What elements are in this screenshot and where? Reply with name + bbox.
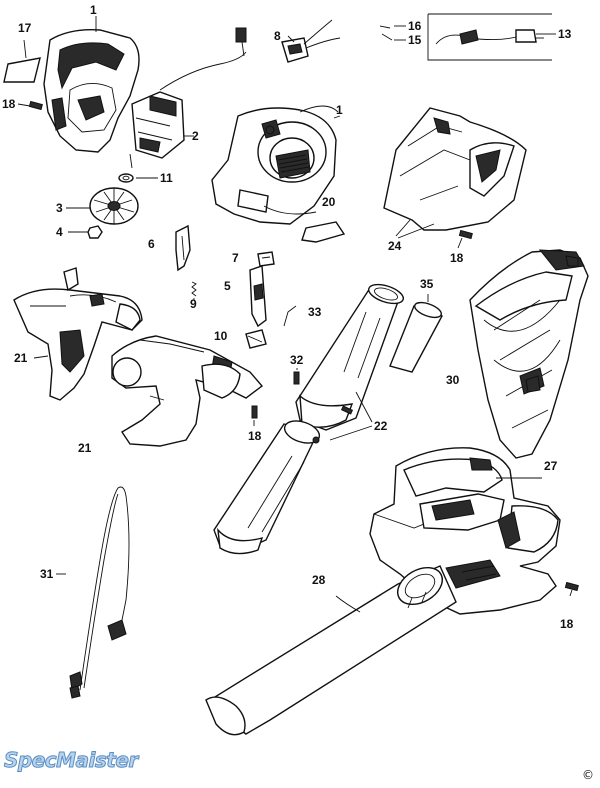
label-21a: 21 xyxy=(14,351,28,365)
label-8: 8 xyxy=(274,29,281,43)
part-4-nut xyxy=(68,225,103,239)
label-35: 35 xyxy=(420,277,434,291)
label-7: 7 xyxy=(232,251,239,265)
label-15: 15 xyxy=(408,33,422,47)
label-1b: 1 xyxy=(336,103,343,117)
part-1-housing-left xyxy=(43,16,140,153)
label-16: 16 xyxy=(408,19,422,33)
label-18d: 18 xyxy=(560,617,574,631)
label-28: 28 xyxy=(312,573,326,587)
part-2-motor xyxy=(129,27,247,169)
part-8-switch xyxy=(281,19,341,63)
part-labels: 1 17 18 8 16 15 13 1 2 11 3 20 4 6 24 18… xyxy=(2,3,574,631)
part-13-cord-set xyxy=(427,13,556,61)
part-30-bag xyxy=(469,249,589,459)
label-24: 24 xyxy=(388,239,402,253)
label-2: 2 xyxy=(192,129,199,143)
part-22-tube-upper xyxy=(295,283,404,431)
label-18c: 18 xyxy=(248,429,262,443)
label-1a: 1 xyxy=(90,3,97,17)
part-22-tube-lower xyxy=(213,420,321,555)
part-21-handle-b xyxy=(111,335,264,447)
label-3: 3 xyxy=(56,201,63,215)
part-10-fitting xyxy=(245,329,267,349)
part-18-screw-c xyxy=(251,405,258,426)
label-17: 17 xyxy=(18,21,32,35)
label-10: 10 xyxy=(214,329,228,343)
label-20: 20 xyxy=(322,195,336,209)
label-18b: 18 xyxy=(450,251,464,265)
part-20-pad xyxy=(301,221,346,243)
label-18a: 18 xyxy=(2,97,16,111)
label-11: 11 xyxy=(160,171,173,185)
part-33-wire xyxy=(283,305,297,327)
label-22: 22 xyxy=(374,419,388,433)
part-28-nozzle xyxy=(205,565,457,736)
part-5-switch-lever xyxy=(249,265,267,328)
part-18-screw-d xyxy=(564,581,579,597)
label-31: 31 xyxy=(40,567,54,581)
watermark-logo: SpecMaister xyxy=(4,748,139,773)
label-32: 32 xyxy=(290,353,304,367)
part-32-screw xyxy=(293,368,300,385)
label-13: 13 xyxy=(558,27,572,41)
part-18-screw-a xyxy=(17,100,43,111)
copyright-mark: © xyxy=(582,768,594,782)
label-27: 27 xyxy=(544,459,558,473)
part-9-spring xyxy=(191,281,197,300)
part-6-lever xyxy=(175,224,191,272)
label-5: 5 xyxy=(224,279,231,293)
part-35-filter xyxy=(389,294,444,373)
label-21b: 21 xyxy=(78,441,92,455)
part-3-fan xyxy=(66,187,139,225)
label-4: 4 xyxy=(56,225,63,239)
label-33: 33 xyxy=(308,305,322,319)
part-7-clip xyxy=(257,251,275,267)
part-16-15-clips xyxy=(379,25,406,41)
part-31-cord xyxy=(56,486,130,699)
label-30: 30 xyxy=(446,373,460,387)
label-9: 9 xyxy=(190,297,197,311)
part-22-leaders xyxy=(329,391,373,441)
part-24-cover xyxy=(383,107,527,239)
part-21-handle-a xyxy=(13,267,143,401)
part-11-washer xyxy=(118,173,158,183)
part-17-label-pad xyxy=(3,39,41,83)
part-18-screw-b xyxy=(457,229,473,249)
part-1-housing-center xyxy=(211,105,341,225)
label-6: 6 xyxy=(148,237,155,251)
